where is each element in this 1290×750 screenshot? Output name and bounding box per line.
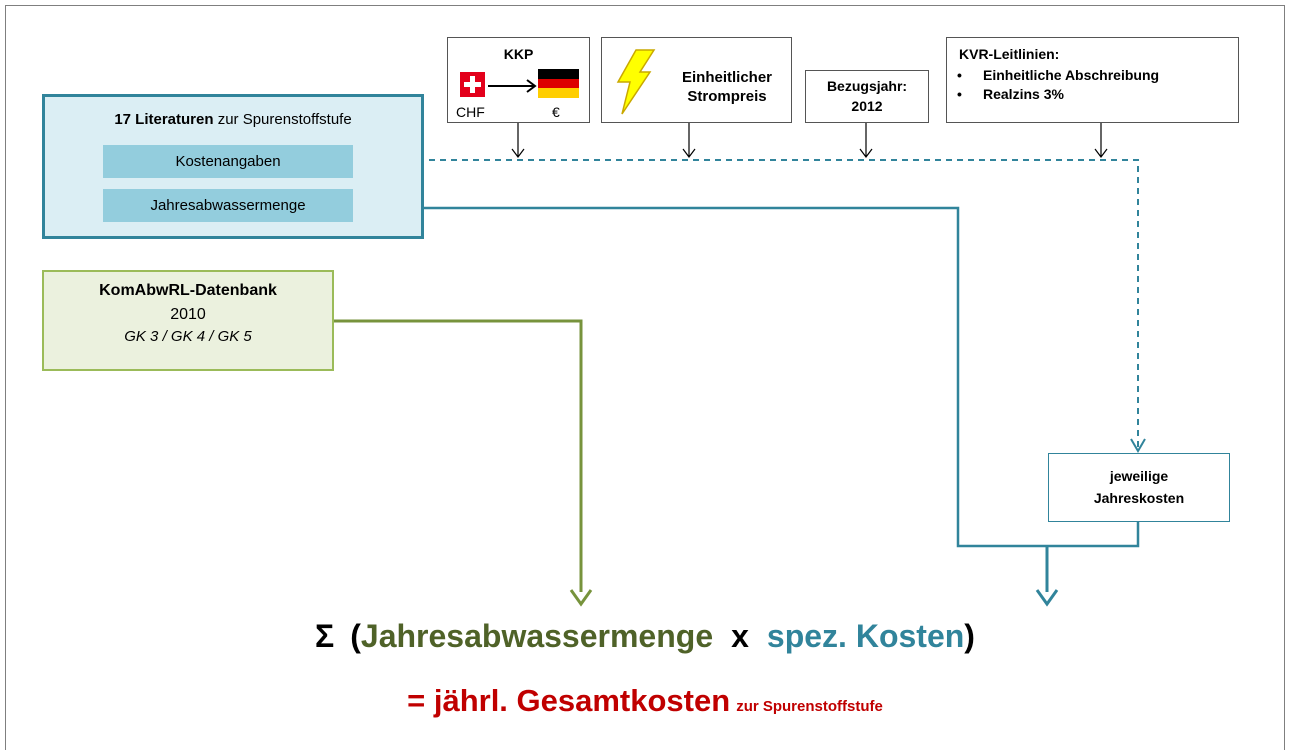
kostenangaben-arrowhead bbox=[1130, 438, 1146, 453]
lightning-bolt-icon bbox=[616, 49, 656, 115]
formula-wastewater: Jahresabwassermenge bbox=[360, 618, 714, 654]
kostenangaben-connector bbox=[352, 159, 1139, 450]
database-box: KomAbwRL-Datenbank 2010 GK 3 / GK 4 / GK… bbox=[42, 270, 334, 371]
kvr-arrow bbox=[1094, 123, 1108, 158]
kvr-item: Einheitliche Abschreibung bbox=[957, 66, 1159, 85]
bezugsjahr-text: Bezugsjahr: 2012 bbox=[806, 76, 928, 116]
kkp-title: KKP bbox=[503, 46, 534, 62]
jahreskosten-text: jeweilige Jahreskosten bbox=[1049, 465, 1229, 509]
factor-arrows bbox=[511, 123, 1108, 158]
bezugsjahr-box: Bezugsjahr: 2012 bbox=[805, 70, 929, 123]
bezugsjahr-year: 2012 bbox=[851, 98, 883, 114]
database-year: 2010 bbox=[170, 306, 206, 323]
jahreskosten-line2: Jahreskosten bbox=[1093, 490, 1185, 506]
diagram-frame bbox=[5, 5, 1285, 750]
kvr-leitlinien-box: KVR-Leitlinien: Einheitliche Abschreibun… bbox=[946, 37, 1239, 123]
sigma-symbol: Σ bbox=[315, 618, 335, 654]
literature-title-rest: zur Spurenstoffstufe bbox=[213, 111, 352, 128]
times-symbol: x bbox=[731, 618, 749, 654]
bezugsjahr-label: Bezugsjahr: bbox=[826, 78, 908, 94]
kkp-box: KKP CHF € bbox=[447, 37, 590, 123]
kostenangaben-item: Kostenangaben bbox=[103, 145, 353, 178]
strompreis-box: Einheitlicher Strompreis bbox=[601, 37, 792, 123]
jahreskosten-box: jeweilige Jahreskosten bbox=[1048, 453, 1230, 522]
jahresabwassermenge-connector bbox=[352, 206, 1140, 548]
kvr-list: Einheitliche Abschreibung Realzins 3% bbox=[957, 66, 1159, 104]
literature-count: 17 Literaturen bbox=[114, 111, 214, 128]
result-line: = jährl. Gesamtkosten zur Spurenstoffstuf… bbox=[0, 683, 1290, 719]
literature-box: 17 Literaturen zur Spurenstoffstufe Kost… bbox=[42, 94, 424, 239]
jahreskosten-line1: jeweilige bbox=[1109, 468, 1169, 484]
currency-eur: € bbox=[552, 104, 560, 120]
strompreis-label: Einheitlicher Strompreis bbox=[681, 69, 773, 105]
kkp-arrow bbox=[511, 123, 525, 158]
open-paren: ( bbox=[350, 618, 361, 654]
close-paren: ) bbox=[964, 618, 975, 654]
bezugsjahr-arrow bbox=[859, 123, 873, 158]
german-flag-icon bbox=[538, 69, 579, 98]
formula: Σ (Jahresabwassermenge x spez. Kosten) bbox=[0, 618, 1290, 655]
database-connector bbox=[334, 319, 583, 592]
kvr-item: Realzins 3% bbox=[957, 85, 1159, 104]
currency-chf: CHF bbox=[456, 104, 485, 120]
result-sub: zur Spurenstoffstufe bbox=[736, 698, 883, 715]
database-arrowhead bbox=[569, 589, 593, 607]
literature-title: 17 Literaturen zur Spurenstoffstufe bbox=[45, 111, 421, 128]
exchange-arrow-icon bbox=[488, 79, 537, 93]
database-classes: GK 3 / GK 4 / GK 5 bbox=[124, 328, 252, 345]
spez-kosten-arrowhead bbox=[1035, 589, 1059, 607]
strompreis-arrow bbox=[682, 123, 696, 158]
formula-specific-costs: spez. Kosten bbox=[766, 618, 965, 654]
database-title: KomAbwRL-Datenbank bbox=[99, 282, 277, 299]
swiss-flag-icon bbox=[460, 72, 485, 97]
result-main: = jährl. Gesamtkosten bbox=[407, 683, 731, 718]
jahresabwassermenge-item: Jahresabwassermenge bbox=[103, 189, 353, 222]
kvr-title: KVR-Leitlinien: bbox=[959, 46, 1060, 62]
